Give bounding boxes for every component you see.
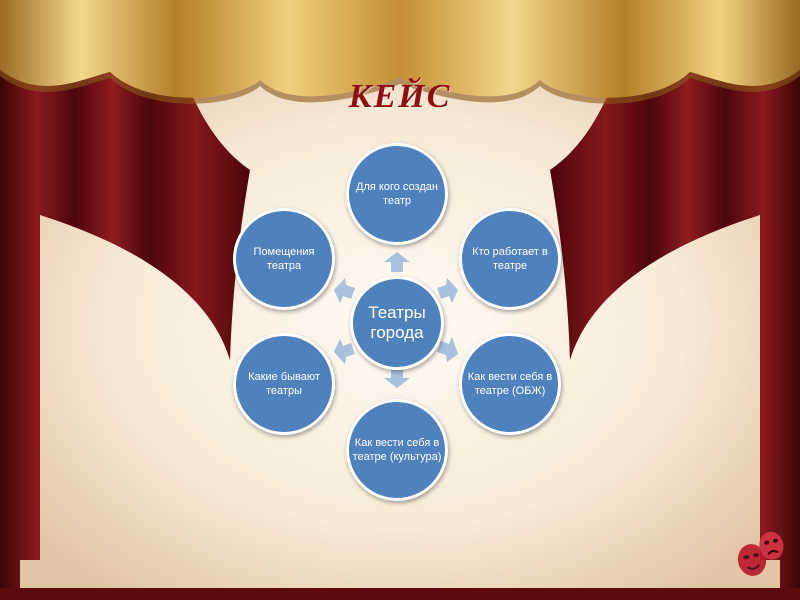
node-label-bottom: Как вести себя в театре (культура) <box>352 437 442 463</box>
arrow-lower-left <box>334 339 355 364</box>
arrow-upper-right <box>437 278 458 303</box>
node-label-lower-right: Как вести себя в театре (ОБЖ) <box>467 371 553 397</box>
slide-title: КЕЙС <box>348 78 452 115</box>
node-label-top: Для кого создан театр <box>356 181 438 207</box>
node-label-upper-left: Помещения театра <box>253 246 315 272</box>
arrow-down <box>384 368 410 388</box>
diagram-node-lower-right: Как вести себя в театре (ОБЖ) <box>459 333 561 435</box>
node-label-lower-left: Какие бывают театры <box>248 371 320 397</box>
diagram-center-node: Театры города <box>350 276 444 370</box>
diagram-node-bottom: Как вести себя в театре (культура) <box>346 399 448 501</box>
arrow-lower-right <box>437 337 458 362</box>
diagram-node-upper-right: Кто работает в театре <box>459 208 561 310</box>
center-label: Театры города <box>368 303 426 342</box>
theatre-masks-icon <box>737 531 784 576</box>
node-label-upper-right: Кто работает в театре <box>472 246 548 272</box>
arrow-upper-left <box>334 278 355 303</box>
diagram-node-top: Для кого создан театр <box>346 143 448 245</box>
diagram-node-lower-left: Какие бывают театры <box>233 333 335 435</box>
arrow-up <box>384 252 410 272</box>
diagram-node-upper-left: Помещения театра <box>233 208 335 310</box>
